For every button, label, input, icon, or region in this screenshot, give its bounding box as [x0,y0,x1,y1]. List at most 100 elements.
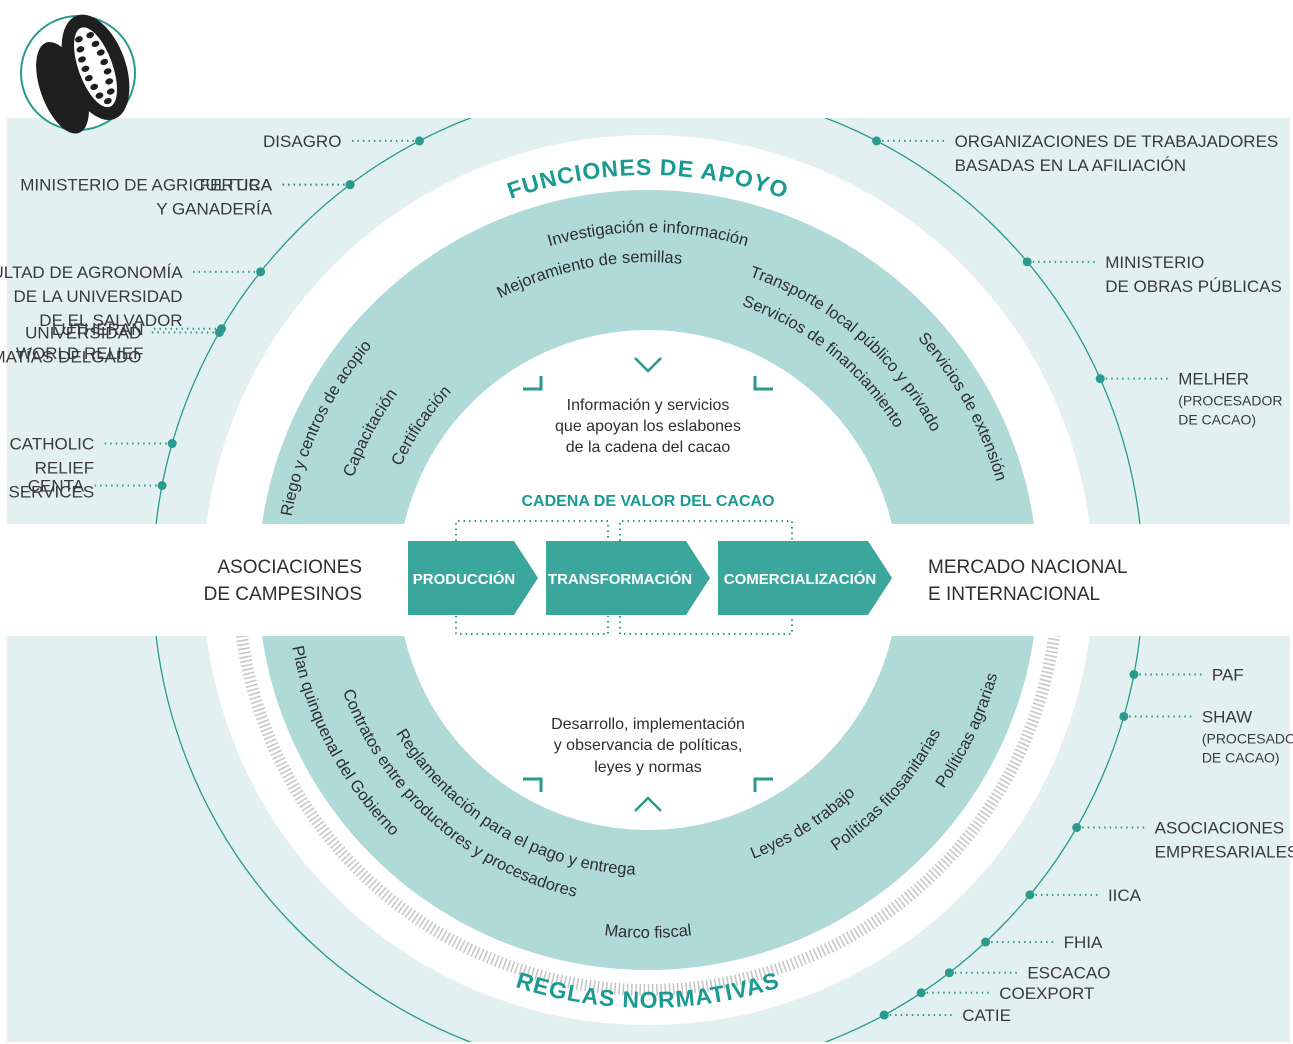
actor-bottom_left-4: FERTICA [200,176,355,195]
actor-label-line: MELHER [1178,370,1249,389]
actor-bottom_left-3: FACULTAD DE AGRONOMÍA DE LA UNIVERSIDAD DE… [0,263,266,330]
actor-dot [981,937,991,947]
actor-label-line: WORLD RELIEF [16,344,144,363]
actor-label-line: PAF [1212,665,1244,684]
actor-bottom_right-7: CATIE [879,1006,1011,1025]
chain-left-line: DE CAMPESINOS [204,584,362,605]
corner-mark [753,376,773,391]
actor-label-line: DE EL SALVADOR [39,311,182,330]
actor-label-line: CATIE [962,1006,1011,1025]
bottom-center-line: Desarrollo, implementación [551,716,745,733]
actor-label-line: DE LA UNIVERSIDAD [13,287,182,306]
stage-label: COMERCIALIZACIÓN [724,570,877,588]
actor-dot [1129,669,1139,679]
actor-label-line: (PROCESADOR [1202,730,1293,746]
chain-stage-comercializacion: COMERCIALIZACIÓN [718,541,892,615]
bottom-center-text: Desarrollo, implementación y observancia… [551,716,745,776]
corner-mark [523,376,543,391]
actor-label-line: DE OBRAS PÚBLICAS [1105,277,1282,296]
actor-bottom_left-5: DISAGRO [263,132,424,151]
actor-label-line: DISAGRO [263,132,341,151]
actor-label-line: CATHOLIC [9,435,94,454]
actor-label-line: MINISTERIO DE AGRICULTURA [20,176,273,195]
actor-label-line: Y GANADERÍA [156,200,273,219]
chain-bracket-bottom [455,616,793,635]
svg-text:Marco fiscal: Marco fiscal [604,921,693,942]
actor-label-line: SHAW [1202,707,1252,726]
actor-bottom_left-0: CENTA [28,477,167,496]
actor-bottom_right-4: FHIA [981,933,1103,952]
actor-dot [1095,374,1105,384]
actor-dot [167,439,177,449]
actor-label-line: SERVICES [9,483,95,502]
actor-bottom_right-6: COEXPORT [916,984,1094,1003]
actor-dot [1119,711,1129,721]
rule-label: Marco fiscal [604,921,693,942]
actor-dot [872,136,882,146]
actor-label-line: DE CACAO) [1178,412,1256,428]
top-center-text: Información y servicios que apoyan los e… [555,397,741,456]
actor-label-line: UNIVERSIDAD [25,324,141,343]
actor-label-line: FERTICA [200,176,273,195]
chain-left-line: ASOCIACIONES [217,557,362,578]
chain-left-end: ASOCIACIONES DE CAMPESINOS [204,557,362,605]
actor-label-line: (PROCESADOR [1178,393,1282,409]
chain-stage-transformacion: TRANSFORMACIÓN [546,541,710,615]
chain-bracket-top [455,520,793,541]
actor-dot [1072,823,1082,832]
chain-right-line: MERCADO NACIONAL [928,557,1128,578]
top-center-line: Información y servicios [567,397,730,414]
actor-dot [216,324,226,334]
actor-bottom_right-1: SHAW (PROCESADOR DE CACAO) [1119,707,1293,765]
chain-right-end: MERCADO NACIONAL E INTERNACIONAL [928,557,1128,605]
actor-label-line: COEXPORT [999,984,1094,1003]
top-center-line: de la cadena del cacao [566,439,731,456]
bottom-center-line: y observancia de políticas, [554,737,743,754]
corner-mark [523,777,543,792]
chevron-down-icon [634,357,662,373]
bottom-tick-ring [235,636,1061,996]
actor-dot [414,136,424,146]
actor-label-line: ORGANIZACIONES DE TRABAJADORES [955,132,1279,151]
stage-label: TRANSFORMACIÓN [548,570,692,588]
actor-label-line: MINISTERIO [1105,253,1204,272]
actor-bottom_left-1: CATHOLIC RELIEF SERVICES [9,435,177,502]
actor-label-line: DE CACAO) [1202,749,1280,765]
actor-dot [256,267,266,277]
cacao-pod-icon [20,14,136,134]
chain-right-line: E INTERNACIONAL [928,584,1100,605]
chevron-up-icon [634,796,662,812]
corner-mark [753,777,773,792]
actor-bottom_right-0: PAF [1129,665,1244,684]
actor-dot [1025,890,1035,900]
actor-top_left-0: MINISTERIO DE AGRICULTURA Y GANADERÍA [20,176,355,219]
actor-dot [345,180,355,190]
actor-label-line: ASOCIACIONES [1155,819,1284,838]
chain-title: CADENA DE VALOR DEL CACAO [521,493,774,510]
actor-bottom_left-2: LUTHERAN WORLD RELIEF [16,320,226,363]
actor-dot [157,481,167,491]
actor-label-line: LUTHERAN [52,320,144,339]
actor-label-line: FACULTAD DE AGRONOMÍA [0,263,183,282]
actor-bottom_right-3: IICA [1025,886,1142,905]
bottom-center-line: leyes y normas [594,759,702,776]
actor-dot [879,1010,889,1020]
actor-top_right-0: ORGANIZACIONES DE TRABAJADORES BASADAS EN… [872,132,1278,175]
actor-label-line: CENTA [28,477,85,496]
actor-dot [944,968,954,978]
actor-label-line: FHIA [1064,933,1103,952]
actor-bottom_right-5: ESCACAO [944,964,1110,983]
stage-label: PRODUCCIÓN [413,570,516,588]
top-center-line: que apoyan los eslabones [555,418,741,435]
actor-label-line: BASADAS EN LA AFILIACIÓN [955,156,1186,175]
actor-label-line: ESCACAO [1027,964,1110,983]
actor-label-line: RELIEF [35,459,95,478]
actor-dot [1022,257,1032,267]
actor-label-line: IICA [1108,886,1142,905]
actor-top_right-2: MELHER (PROCESADOR DE CACAO) [1095,370,1282,428]
actor-label-line: MATÍAS DELGADO [0,348,141,367]
chain-stage-produccion: PRODUCCIÓN [408,541,538,615]
actor-top_right-1: MINISTERIO DE OBRAS PÚBLICAS [1022,253,1282,296]
